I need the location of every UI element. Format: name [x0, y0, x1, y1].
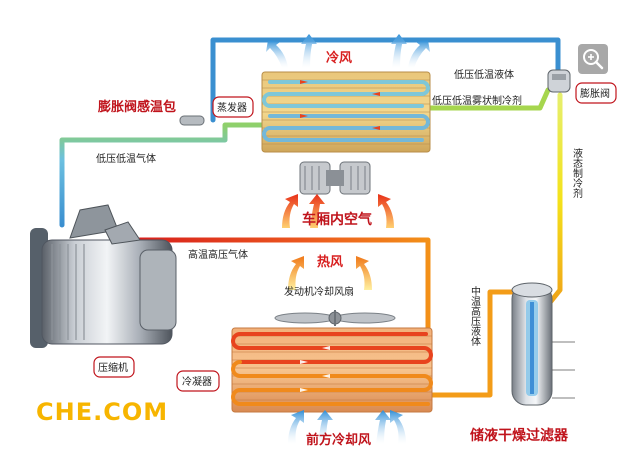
- low-p-low-t-gas-label: 低压低温气体: [96, 152, 156, 165]
- airflow-arrow-icon: [288, 410, 304, 444]
- watermark-logo: CHE.COM: [36, 398, 168, 426]
- hot-air-arrows: [288, 256, 372, 290]
- airflow-arrow-icon: [288, 256, 304, 290]
- airflow-arrow-icon: [282, 194, 298, 228]
- expansion-valve-label: 膨胀阀: [580, 87, 610, 100]
- pipe-condenser-out: [427, 289, 518, 398]
- cabin-air-label: 车厢内空气: [302, 211, 372, 228]
- front-cooling-air-arrows: [288, 410, 406, 444]
- airflow-arrow-icon: [390, 410, 406, 444]
- cold-air-arrows: [266, 34, 430, 68]
- cabin-air-arrows: [282, 194, 394, 228]
- pipe-evap-mist: [427, 87, 551, 111]
- airflow-arrow-icon: [301, 34, 317, 68]
- expansion-valve-label-box: [575, 82, 617, 104]
- expansion-valve-bulb: [179, 115, 205, 126]
- airflow-arrow-icon: [309, 194, 325, 228]
- airflow-arrow-icon: [408, 40, 430, 68]
- condenser-label: 冷凝器: [182, 375, 212, 388]
- receiver-drier-unit: [511, 282, 575, 406]
- expansion-valve-unit: [547, 69, 571, 93]
- evaporator-label: 蒸发器: [217, 101, 247, 114]
- receiver-drier-label: 储液干燥过滤器: [469, 427, 569, 444]
- front-cooling-air-label: 前方冷却风: [306, 432, 371, 448]
- compressor-unit: [30, 204, 177, 348]
- low-p-low-t-mist-label: 低压低温雾状制冷剂: [432, 94, 522, 107]
- airflow-arrow-icon: [356, 256, 372, 290]
- compressor-label-box: [93, 356, 135, 378]
- compressor-label: 压缩机: [98, 361, 128, 374]
- airflow-arrow-icon: [391, 34, 407, 68]
- pipe-high-pressure-gas: [137, 237, 431, 333]
- engine-fan-label: 发动机冷却风扇: [284, 285, 354, 298]
- liquid-refrigerant-label: 液态制冷剂: [571, 147, 583, 199]
- evaporator-label-box: [212, 96, 254, 118]
- magnifier-plus-icon: [583, 49, 604, 70]
- airflow-arrow-icon: [266, 40, 288, 68]
- evaporator-unit: [261, 71, 431, 153]
- cold-air-label: 冷风: [326, 50, 352, 66]
- airflow-arrow-icon: [375, 410, 391, 444]
- engine-cooling-fan: [274, 310, 396, 326]
- condenser-label-box: [176, 370, 220, 392]
- condenser-unit: [231, 327, 433, 413]
- high-t-high-p-gas-label: 高温高压气体: [188, 248, 248, 261]
- airflow-arrow-icon: [378, 194, 394, 228]
- low-p-low-t-liquid-label: 低压低温液体: [454, 68, 514, 81]
- pipe-top-loop: [210, 37, 561, 123]
- pipe-low-pressure-gas: [59, 122, 265, 228]
- mid-t-high-p-liquid-label: 中温高压液体: [469, 285, 481, 347]
- zoom-button[interactable]: [578, 44, 608, 74]
- hot-air-label: 热风: [317, 254, 343, 270]
- pipe-liquid-refrigerant: [545, 92, 563, 308]
- airflow-arrow-icon: [317, 410, 333, 444]
- expansion-valve-bulb-label: 膨胀阀感温包: [97, 99, 176, 115]
- blower-fan: [299, 161, 371, 195]
